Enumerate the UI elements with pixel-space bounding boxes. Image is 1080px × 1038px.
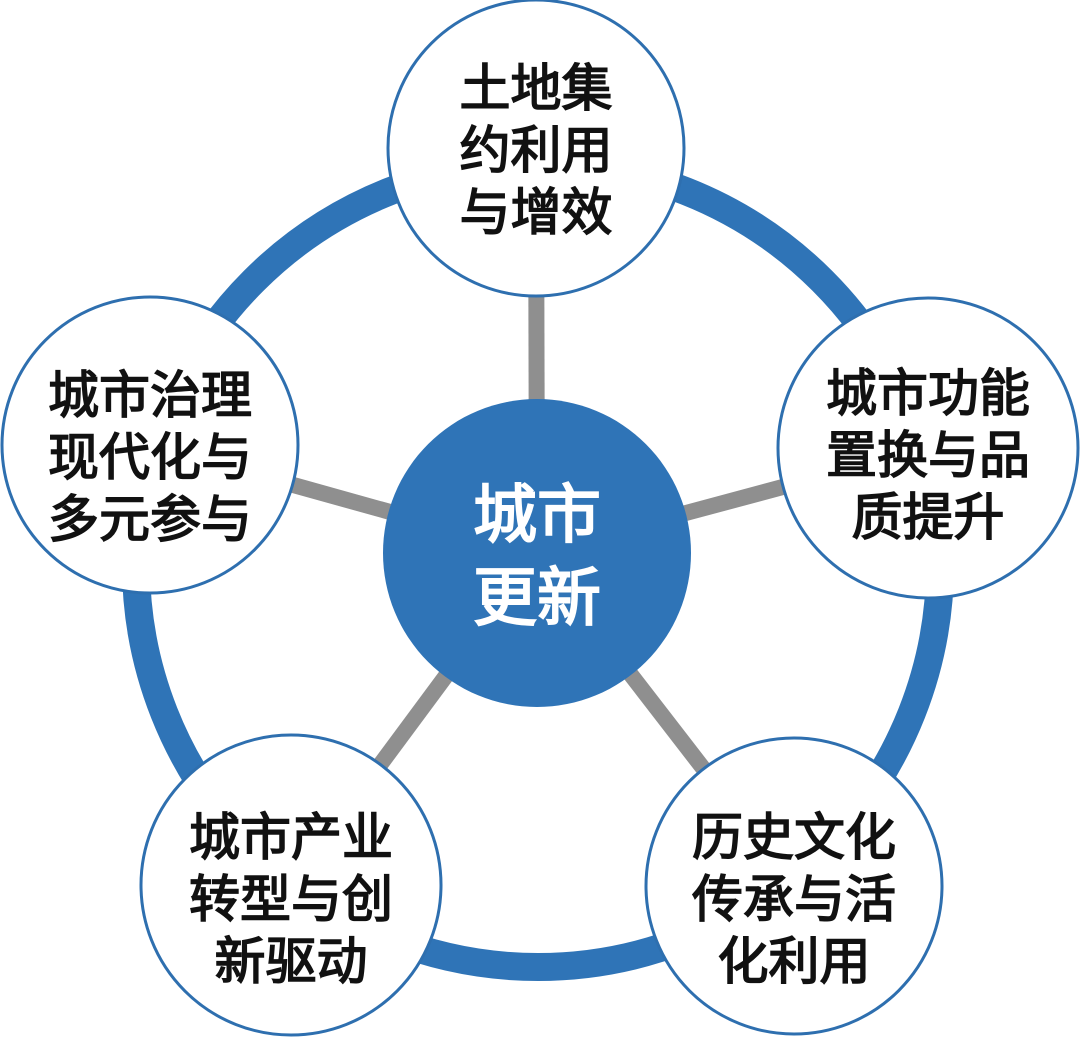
node-label-line: 城市功能 xyxy=(826,365,1030,424)
node-label-line: 转型与创 xyxy=(189,871,393,930)
center-label-line-1: 城市 xyxy=(473,479,601,553)
spokes xyxy=(288,293,788,776)
node-label-line: 质提升 xyxy=(851,489,1004,548)
node-city-industry: 城市产业 转型与创 新驱动 xyxy=(139,733,443,1037)
node-label-line: 城市治理 xyxy=(48,367,252,426)
node-circle xyxy=(0,295,300,595)
node-history-culture: 历史文化 传承与活 化利用 xyxy=(644,736,944,1036)
connector-spoke xyxy=(623,668,712,776)
node-circle xyxy=(644,736,944,1036)
node-label-line: 置换与品 xyxy=(826,427,1030,486)
node-label-line: 历史文化 xyxy=(692,809,896,868)
node-city-governance: 城市治理 现代化与 多元参与 xyxy=(0,295,300,595)
center-circle xyxy=(383,399,691,707)
connector-spoke xyxy=(372,670,453,771)
node-label-line: 城市产业 xyxy=(189,809,393,868)
node-label-line: 化利用 xyxy=(717,933,870,992)
node-label-line: 传承与活 xyxy=(691,871,896,930)
node-label-line: 约利用 xyxy=(459,122,612,181)
center-label-line-2: 更新 xyxy=(473,562,601,636)
connector-spoke xyxy=(288,476,393,520)
node-circle xyxy=(776,296,1080,600)
center-node: 城市 更新 xyxy=(383,399,691,707)
node-label-line: 现代化与 xyxy=(48,429,252,488)
node-label-line: 与增效 xyxy=(459,184,612,243)
node-label-line: 新驱动 xyxy=(214,933,367,992)
node-city-function: 城市功能 置换与品 质提升 xyxy=(776,296,1080,600)
node-circle xyxy=(386,0,686,298)
node-label-line: 多元参与 xyxy=(48,491,252,550)
node-label-line: 土地集 xyxy=(459,60,612,119)
connector-spoke xyxy=(681,478,788,522)
node-land-use: 土地集 约利用 与增效 xyxy=(386,0,686,298)
node-circle xyxy=(139,733,443,1037)
